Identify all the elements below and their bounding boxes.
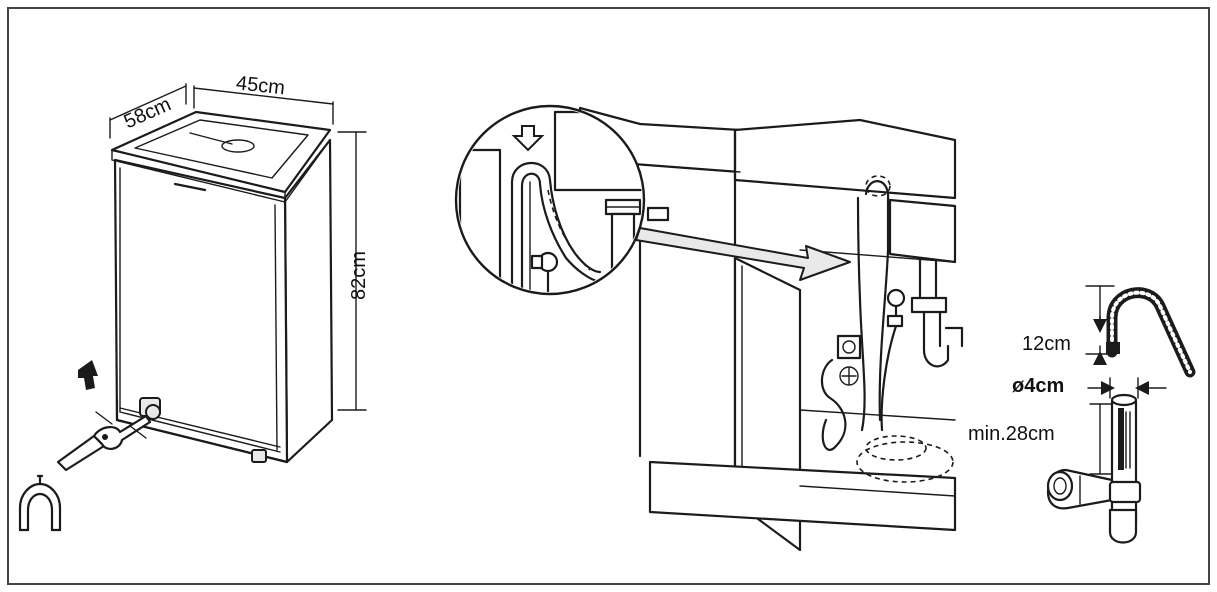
cabinet-installation-illustration xyxy=(578,106,964,552)
detail-magnifier xyxy=(454,104,646,296)
dishwasher-illustration: 58cm 45cm 82cm xyxy=(18,72,370,532)
direction-arrow xyxy=(635,227,851,281)
drain-hose-detail: 12cm ø4cm min.28cm xyxy=(968,285,1196,544)
adjustment-wrench xyxy=(56,411,152,472)
loop-height-label: 12cm xyxy=(1022,333,1071,355)
wrench-icon xyxy=(18,482,62,532)
width-label: 45cm xyxy=(235,72,286,99)
height-label: 82cm xyxy=(348,251,370,300)
diagram-frame xyxy=(7,7,1210,585)
min-height-label: min.28cm xyxy=(968,423,1055,445)
dishwasher-side-panel xyxy=(283,138,334,464)
up-arrow-icon xyxy=(78,360,98,390)
down-arrow-icon xyxy=(511,125,545,152)
pipe-diameter-label: ø4cm xyxy=(1012,375,1064,397)
